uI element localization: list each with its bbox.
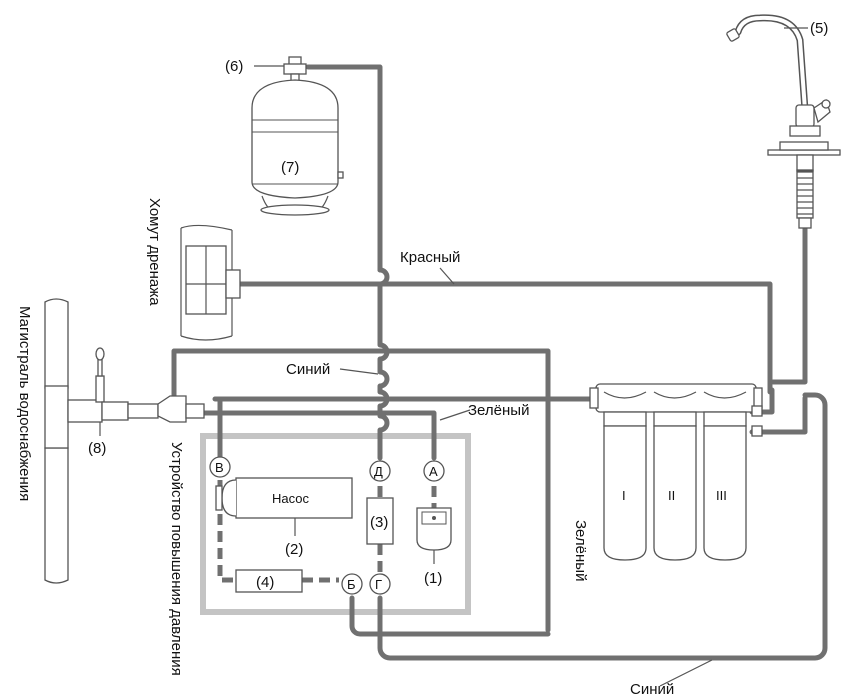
tube-node-a (185, 410, 437, 461)
red-leader (439, 267, 455, 285)
tube-tank (305, 64, 383, 273)
filter-cartridge-1: I (603, 411, 647, 561)
red-tube-label: Красный (400, 249, 460, 266)
node-d: Д (369, 460, 391, 482)
svg-text:II: II (668, 488, 675, 503)
faucet-label: (5) (810, 20, 828, 37)
tank-label: (7) (281, 159, 299, 176)
green-side-label: Зелёный (572, 520, 589, 581)
component-4-label: (4) (256, 574, 274, 591)
drain-clamp-label: Хомут дренажа (146, 198, 163, 306)
svg-text:Б: Б (347, 577, 356, 592)
blue-top-label: Синий (286, 361, 330, 378)
tube-faucet (770, 225, 808, 385)
component-3-box (366, 497, 394, 545)
svg-text:I: I (622, 488, 626, 503)
filter-cartridge-3: III (703, 411, 747, 561)
svg-text:В: В (215, 460, 224, 475)
booster-device-label-line1: Устройство повышения давления (168, 442, 185, 676)
green-top-label: Зелёный (468, 402, 529, 419)
tube-trunk-d (377, 267, 390, 461)
valve-label: (6) (225, 58, 243, 75)
booster-frame (200, 433, 471, 615)
node-v: В (209, 456, 231, 478)
node-a: А (423, 460, 445, 482)
storage-tank-icon (251, 56, 344, 216)
drain-clamp-icon (180, 224, 241, 341)
switch-label: (1) (424, 570, 442, 587)
pump-number: (2) (285, 541, 303, 558)
tube-filter-out2 (749, 395, 808, 435)
component-3-label: (3) (370, 514, 388, 531)
component-4-box (235, 569, 303, 593)
pressure-switch-icon (416, 507, 452, 551)
svg-text:А: А (429, 464, 438, 479)
water-main-pipe-icon (44, 298, 205, 584)
feed-valve-label: (8) (88, 440, 106, 457)
svg-text:III: III (716, 488, 727, 503)
green-top-leader (439, 409, 471, 421)
tube-blue-top (171, 348, 551, 633)
svg-text:Д: Д (374, 464, 383, 479)
tube-green-bottom (349, 595, 551, 637)
blue-top-leader (339, 368, 379, 375)
svg-text:Г: Г (375, 577, 382, 592)
tube-blue-bottom (377, 392, 828, 661)
filter-housing-icon (589, 383, 763, 437)
dash-v-to-4 (217, 480, 236, 583)
pump-icon (215, 477, 353, 519)
tube-red-drain (235, 281, 773, 395)
pump-name: Насос (272, 491, 309, 506)
node-g: Г (369, 573, 391, 595)
blue-bottom-label: Синий (630, 681, 674, 698)
blue-bottom-leader (659, 659, 713, 687)
node-b: Б (341, 573, 363, 595)
filter-cartridge-2: II (653, 411, 697, 561)
faucet-icon (726, 14, 841, 229)
water-main-label: Магистраль водоснабжения (16, 306, 33, 501)
